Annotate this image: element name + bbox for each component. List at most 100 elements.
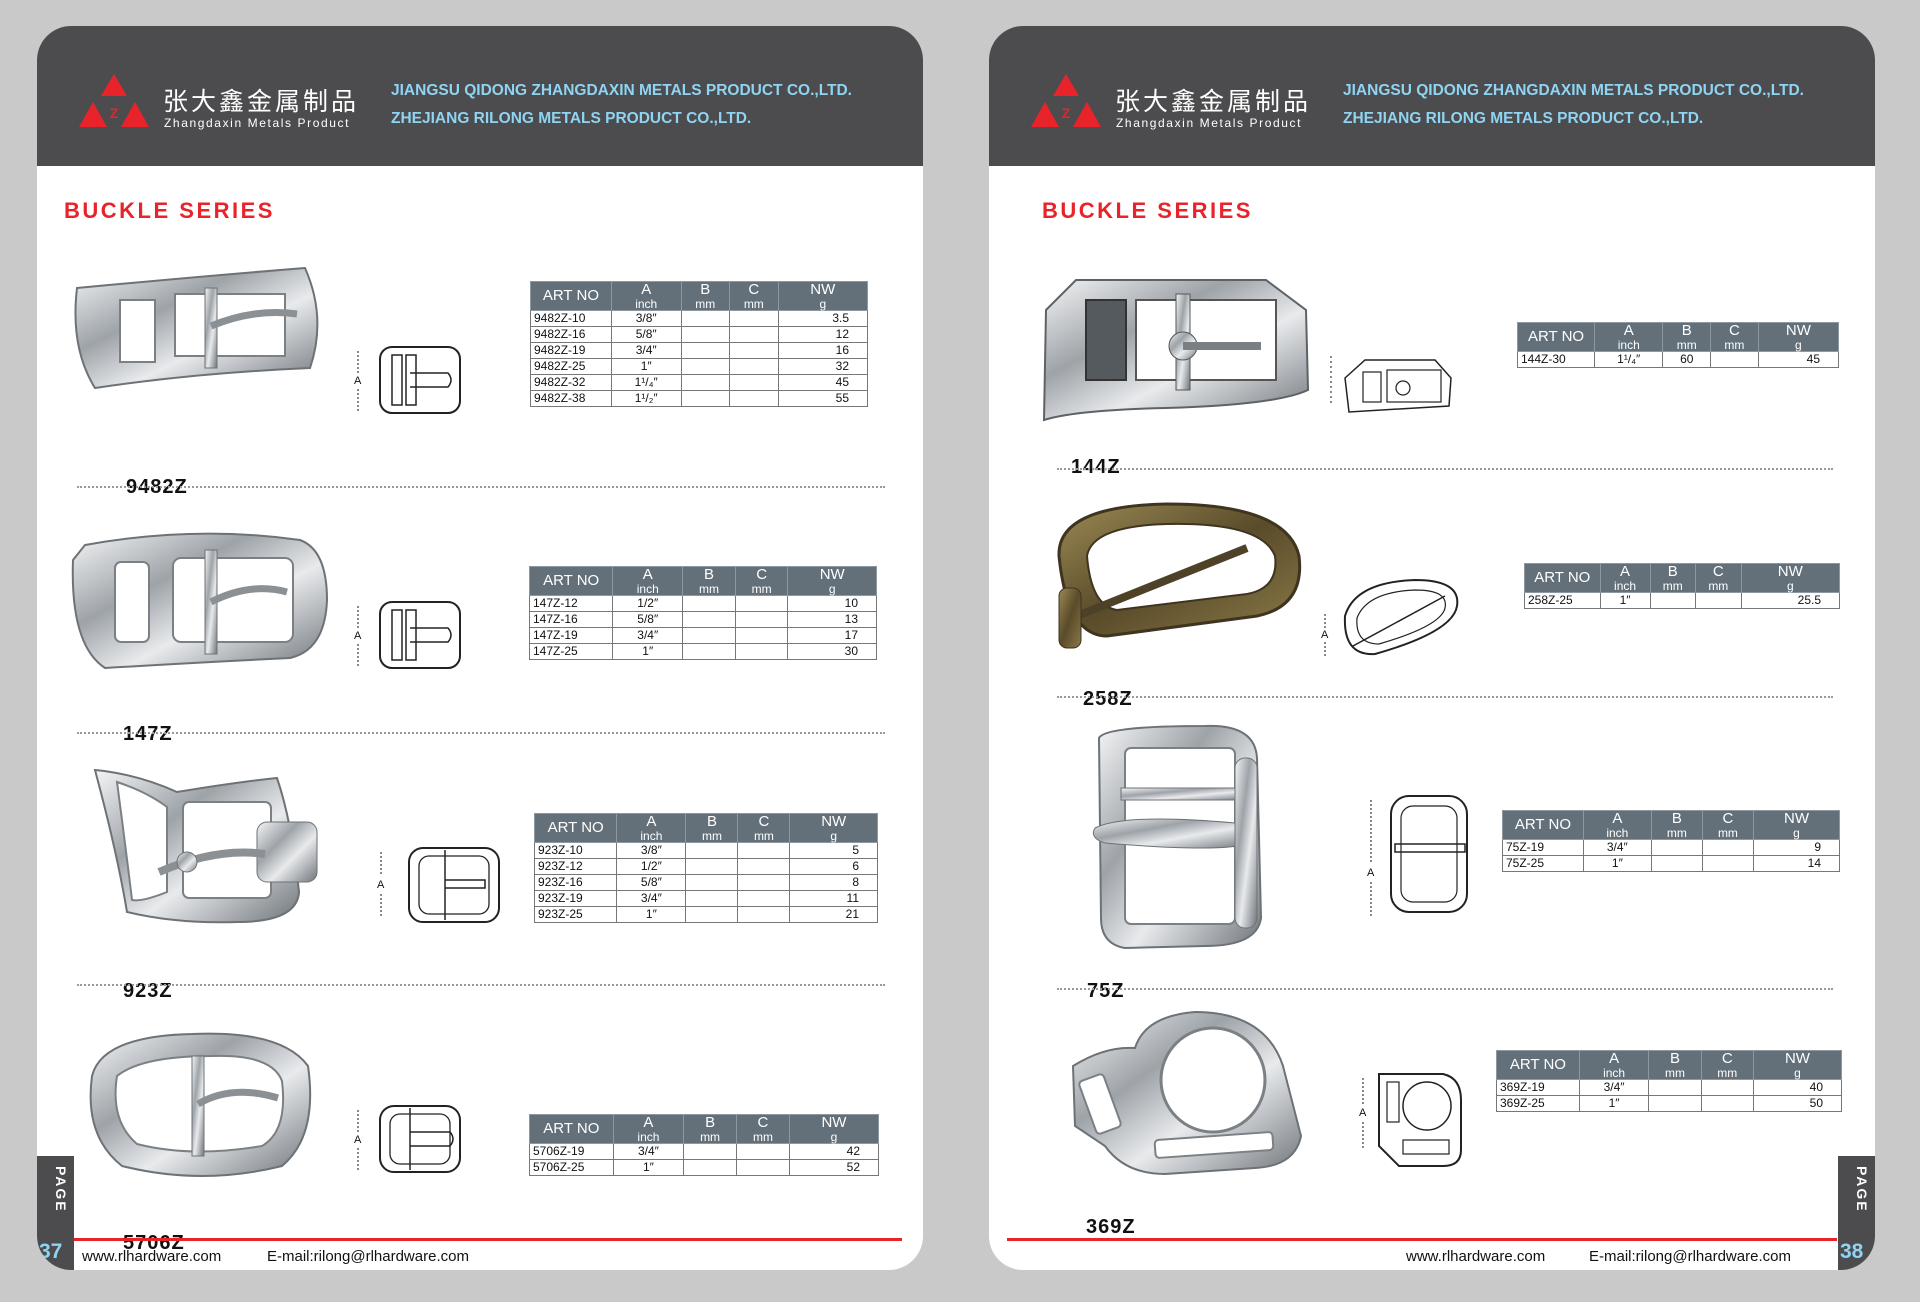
footer-red-line [72,1238,902,1241]
cell-b [682,595,736,612]
cell-a: 3/8″ [610,310,682,327]
dotted-separator [1057,696,1833,698]
cell-c [737,858,791,875]
cell-art-no: 923Z-10 [533,842,618,859]
cell-a: 1″ [610,358,682,375]
cell-c [1701,839,1754,856]
dotted-separator [1057,468,1833,470]
cell-c [1701,855,1754,872]
cell-art-no: 9482Z-10 [530,310,612,327]
cell-nw: 8 [789,874,878,891]
svg-text:A: A [354,1134,362,1146]
svg-text:Z: Z [1062,105,1071,121]
product-144z [1036,270,1316,435]
buckle-photo [74,266,319,390]
cell-nw: 13 [787,611,877,628]
header-art-no: ART NO [1516,322,1596,352]
page-header: Z 张大鑫金属制品 Zhangdaxin Metals Product JIAN… [989,26,1875,166]
cell-art-no: 147Z-19 [528,627,614,644]
buckle-drawing [1325,348,1455,425]
product-name: 258Z [1083,688,1133,710]
cell-b [1650,839,1703,856]
cell-a: 1″ [1582,855,1652,872]
cell-b: 60 [1662,351,1712,368]
svg-text:A: A [1359,1107,1367,1119]
cell-a: 3/4″ [1578,1079,1650,1096]
cell-art-no: 369Z-25 [1496,1095,1580,1112]
cell-nw: 25.5 [1740,592,1841,609]
cell-a: 5/8″ [612,611,684,628]
cell-art-no: 9482Z-32 [530,374,612,391]
cell-art-no: 9482Z-16 [530,326,612,343]
svg-text:A: A [354,375,362,387]
svg-text:A: A [354,630,362,642]
cell-b [680,390,731,407]
cell-b [683,1143,738,1160]
cell-a: 1¹/₄″ [610,374,682,391]
cell-b [685,842,739,859]
cell-b [683,1159,738,1176]
cell-b [685,874,739,891]
cell-nw: 17 [787,627,877,644]
page-number: 38 [1840,1240,1864,1263]
cell-b [1648,1079,1702,1096]
cell-a: 3/8″ [616,842,687,859]
cell-b [685,890,739,907]
cell-art-no: 75Z-19 [1502,839,1584,856]
cell-nw: 45 [777,374,869,391]
product-5706z [82,1026,318,1191]
buckle-photo [1092,724,1263,950]
page-label: PAGE [53,1166,69,1213]
brand-chinese-name: 张大鑫金属制品 [1115,87,1312,116]
cell-b [682,627,736,644]
cell-b [685,906,739,923]
cell-c [729,390,779,407]
header-art-no: ART NO [533,813,618,843]
cell-c [734,595,789,612]
product-name: 144Z [1071,456,1121,478]
cell-b [1648,1095,1702,1112]
dotted-separator [1057,988,1833,990]
product-name: 5706Z [123,1232,185,1254]
footer-website: www.rlhardware.com [1406,1248,1546,1265]
buckle-drawing: A [375,836,505,937]
cell-a: 1/2″ [616,858,687,875]
page-number-tab: PAGE 38 [1838,1156,1875,1270]
buckle-photo [1057,502,1302,649]
buckle-drawing: A [1315,576,1465,671]
dotted-separator [77,732,885,734]
